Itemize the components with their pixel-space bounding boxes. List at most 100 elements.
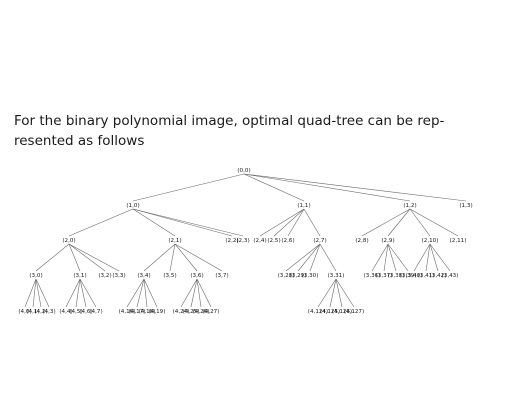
tree-edge-2-7-to-3-29 (297, 243, 321, 272)
tree-node-3-31: (3,31) (328, 273, 345, 279)
tree-edge-2-10-to-3-40 (413, 243, 431, 272)
tree-edge-0-0-to-1-0 (132, 173, 245, 202)
tree-edge-1-2-to-2-10 (409, 208, 431, 237)
tree-nodes: (0,0)(1,0)(2,0)(3,0)(4,0)(4,1)(4,2)(4,3)… (18, 168, 472, 315)
tree-edge-2-0-to-3-2 (68, 243, 106, 272)
tree-edge-3-0-to-4-0 (24, 278, 37, 308)
tree-node-3-28: (3,28) (278, 273, 295, 279)
tree-node-4-6: (4,6) (79, 309, 92, 315)
tree-node-2-3: (2,3) (236, 238, 249, 244)
tree-node-4-0: (4,0) (18, 309, 31, 315)
caption-text: For the binary polynomial image, optimal… (14, 111, 494, 151)
tree-node-2-2: (2,2) (225, 238, 238, 244)
tree-node-0-0: (0,0) (237, 168, 250, 174)
tree-edge-3-0-to-4-2 (35, 278, 42, 308)
tree-edge-1-1-to-2-7 (303, 208, 321, 237)
tree-edge-3-1-to-4-7 (79, 278, 97, 308)
tree-edge-2-9-to-3-39 (387, 243, 409, 272)
tree-node-3-1: (3,1) (73, 273, 86, 279)
tree-node-3-29: (3,29) (290, 273, 307, 279)
tree-edge-1-0-to-2-3 (132, 208, 244, 237)
tree-node-1-0: (1,0) (126, 203, 139, 209)
tree-node-3-30: (3,30) (302, 273, 319, 279)
tree-edge-3-6-to-4-26 (196, 278, 202, 308)
tree-edge-1-1-to-2-5 (273, 208, 305, 237)
tree-node-2-8: (2,8) (355, 238, 368, 244)
tree-node-1-3: (1,3) (459, 203, 472, 209)
caption-line-2: resented as follows (14, 133, 145, 149)
tree-edge-2-1-to-3-6 (174, 243, 198, 272)
tree-edge-2-10-to-3-42 (429, 243, 439, 272)
tree-edge-2-9-to-3-36 (371, 243, 389, 272)
tree-edge-1-2-to-2-11 (409, 208, 459, 237)
caption-line-1: For the binary polynomial image, optimal… (14, 113, 445, 129)
tree-edge-0-0-to-1-1 (243, 173, 305, 202)
tree-edge-0-0-to-1-3 (243, 173, 467, 202)
tree-node-4-2: (4,2) (34, 309, 47, 315)
tree-edge-3-6-to-4-25 (190, 278, 198, 308)
tree-node-3-36: (3,36) (364, 273, 381, 279)
tree-edge-3-4-to-4-16 (126, 278, 145, 308)
tree-edge-3-0-to-4-1 (32, 278, 37, 308)
tree-node-3-37: (3,37) (376, 273, 393, 279)
tree-edge-2-9-to-3-37 (383, 243, 389, 272)
tree-node-2-7: (2,7) (313, 238, 326, 244)
tree-node-3-42: (3,42) (430, 273, 447, 279)
tree-node-4-4: (4,4) (59, 309, 72, 315)
tree-edge-2-9-to-3-38 (387, 243, 397, 272)
tree-edge-3-6-to-4-24 (180, 278, 198, 308)
tree-node-3-38: (3,38) (388, 273, 405, 279)
tree-edge-2-0-to-3-3 (68, 243, 120, 272)
tree-edge-2-0-to-3-0 (35, 243, 70, 272)
tree-node-3-0: (3,0) (29, 273, 42, 279)
tree-edge-3-4-to-4-19 (143, 278, 158, 308)
tree-node-4-1: (4,1) (26, 309, 39, 315)
tree-edge-3-31-to-4-127 (335, 278, 355, 308)
tree-node-4-26: (4,26) (193, 309, 210, 315)
tree-node-4-18: (4,18) (139, 309, 156, 315)
tree-edge-2-1-to-3-5 (169, 243, 176, 272)
tree-edge-2-10-to-3-41 (425, 243, 431, 272)
tree-node-4-124: (4,124) (308, 309, 328, 315)
tree-edge-3-4-to-4-18 (143, 278, 148, 308)
tree-node-4-17: (4,17) (129, 309, 146, 315)
tree-edge-3-1-to-4-4 (65, 278, 81, 308)
tree-edge-2-10-to-3-43 (429, 243, 451, 272)
tree-edge-1-2-to-2-8 (361, 208, 411, 237)
tree-node-4-127: (4,127) (344, 309, 364, 315)
tree-node-3-4: (3,4) (137, 273, 150, 279)
tree-node-4-125: (4,125) (320, 309, 340, 315)
tree-edge-3-6-to-4-27 (196, 278, 212, 308)
tree-edge-3-31-to-4-126 (335, 278, 343, 308)
tree-node-4-3: (4,3) (42, 309, 55, 315)
tree-edge-0-0-to-1-2 (243, 173, 411, 202)
tree-edge-1-2-to-2-9 (387, 208, 411, 237)
tree-node-2-5: (2,5) (267, 238, 280, 244)
tree-edge-3-31-to-4-125 (329, 278, 337, 308)
tree-node-2-10: (2,10) (422, 238, 439, 244)
tree-node-3-41: (3,41) (418, 273, 435, 279)
tree-edge-1-1-to-2-6 (287, 208, 305, 237)
tree-edge-1-0-to-2-0 (68, 208, 134, 237)
tree-node-4-19: (4,19) (149, 309, 166, 315)
tree-edge-2-1-to-3-7 (174, 243, 223, 272)
tree-node-3-39: (3,39) (400, 273, 417, 279)
tree-node-3-40: (3,40) (406, 273, 423, 279)
tree-edge-1-1-to-2-4 (259, 208, 305, 237)
tree-node-1-1: (1,1) (297, 203, 310, 209)
tree-edge-2-7-to-3-28 (285, 243, 321, 272)
tree-node-2-1: (2,1) (168, 238, 181, 244)
tree-edge-1-0-to-2-2 (132, 208, 233, 237)
tree-edge-2-7-to-3-30 (309, 243, 321, 272)
tree-node-3-3: (3,3) (112, 273, 125, 279)
tree-node-4-25: (4,25) (183, 309, 200, 315)
tree-node-2-4: (2,4) (253, 238, 266, 244)
tree-node-3-2: (3,2) (98, 273, 111, 279)
tree-node-2-9: (2,9) (381, 238, 394, 244)
tree-node-1-2: (1,2) (403, 203, 416, 209)
tree-node-4-24: (4,24) (173, 309, 190, 315)
tree-node-2-6: (2,6) (281, 238, 294, 244)
tree-edge-1-0-to-2-1 (132, 208, 176, 237)
